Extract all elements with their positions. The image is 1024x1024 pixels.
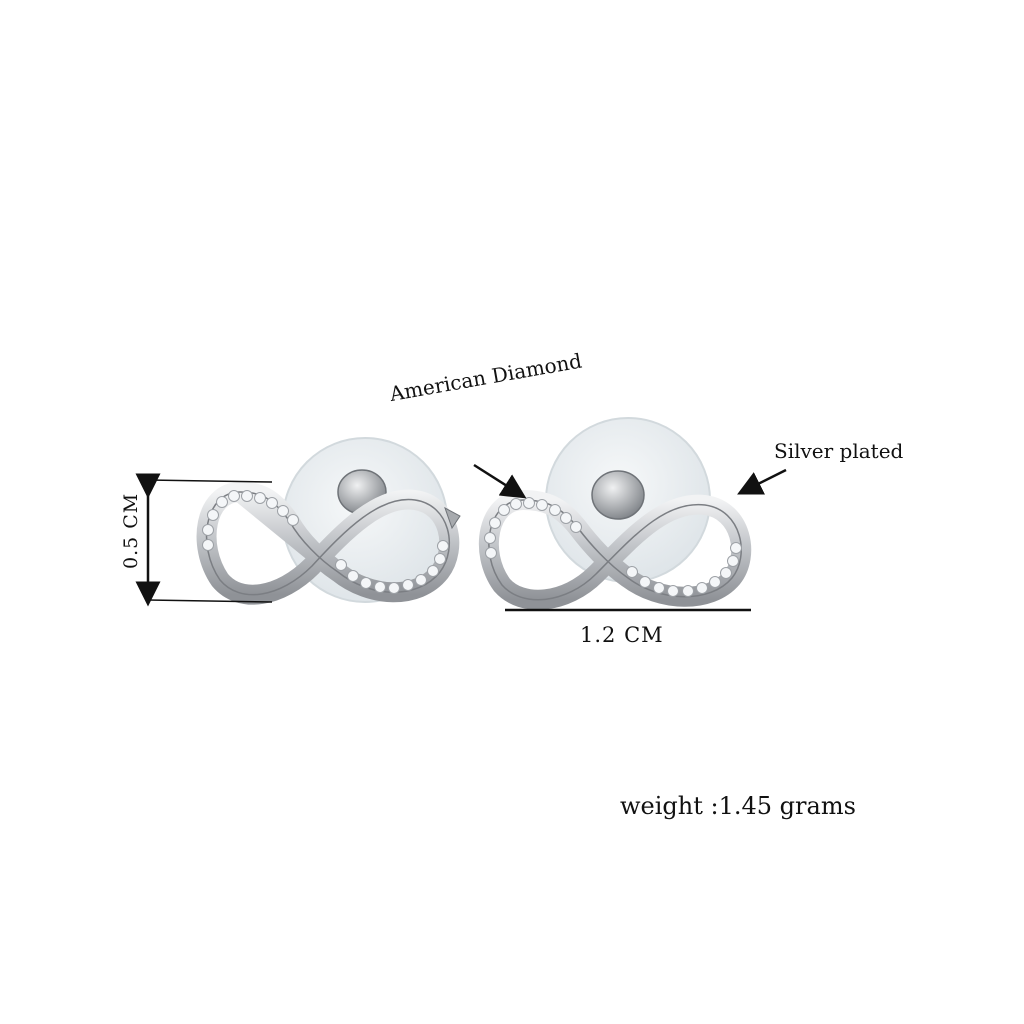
stones-left: [202, 490, 449, 594]
post-right: [591, 470, 645, 520]
plating-label: Silver plated: [774, 439, 904, 463]
width-label: 1.2 CM: [580, 623, 664, 647]
height-label: 0.5 CM: [120, 492, 142, 569]
height-dimension: [135, 473, 273, 607]
plating-callout-arrow: [737, 468, 787, 495]
left-earring: [196, 437, 460, 605]
stones-right: [484, 497, 742, 597]
right-earring: [479, 417, 752, 610]
weight-label: weight :1.45 grams: [620, 792, 856, 820]
stone-callout-arrow: [473, 463, 527, 499]
clasp-left: [444, 506, 461, 530]
infinity-edge-left: [205, 491, 451, 596]
infinity-edge-right: [488, 499, 742, 601]
